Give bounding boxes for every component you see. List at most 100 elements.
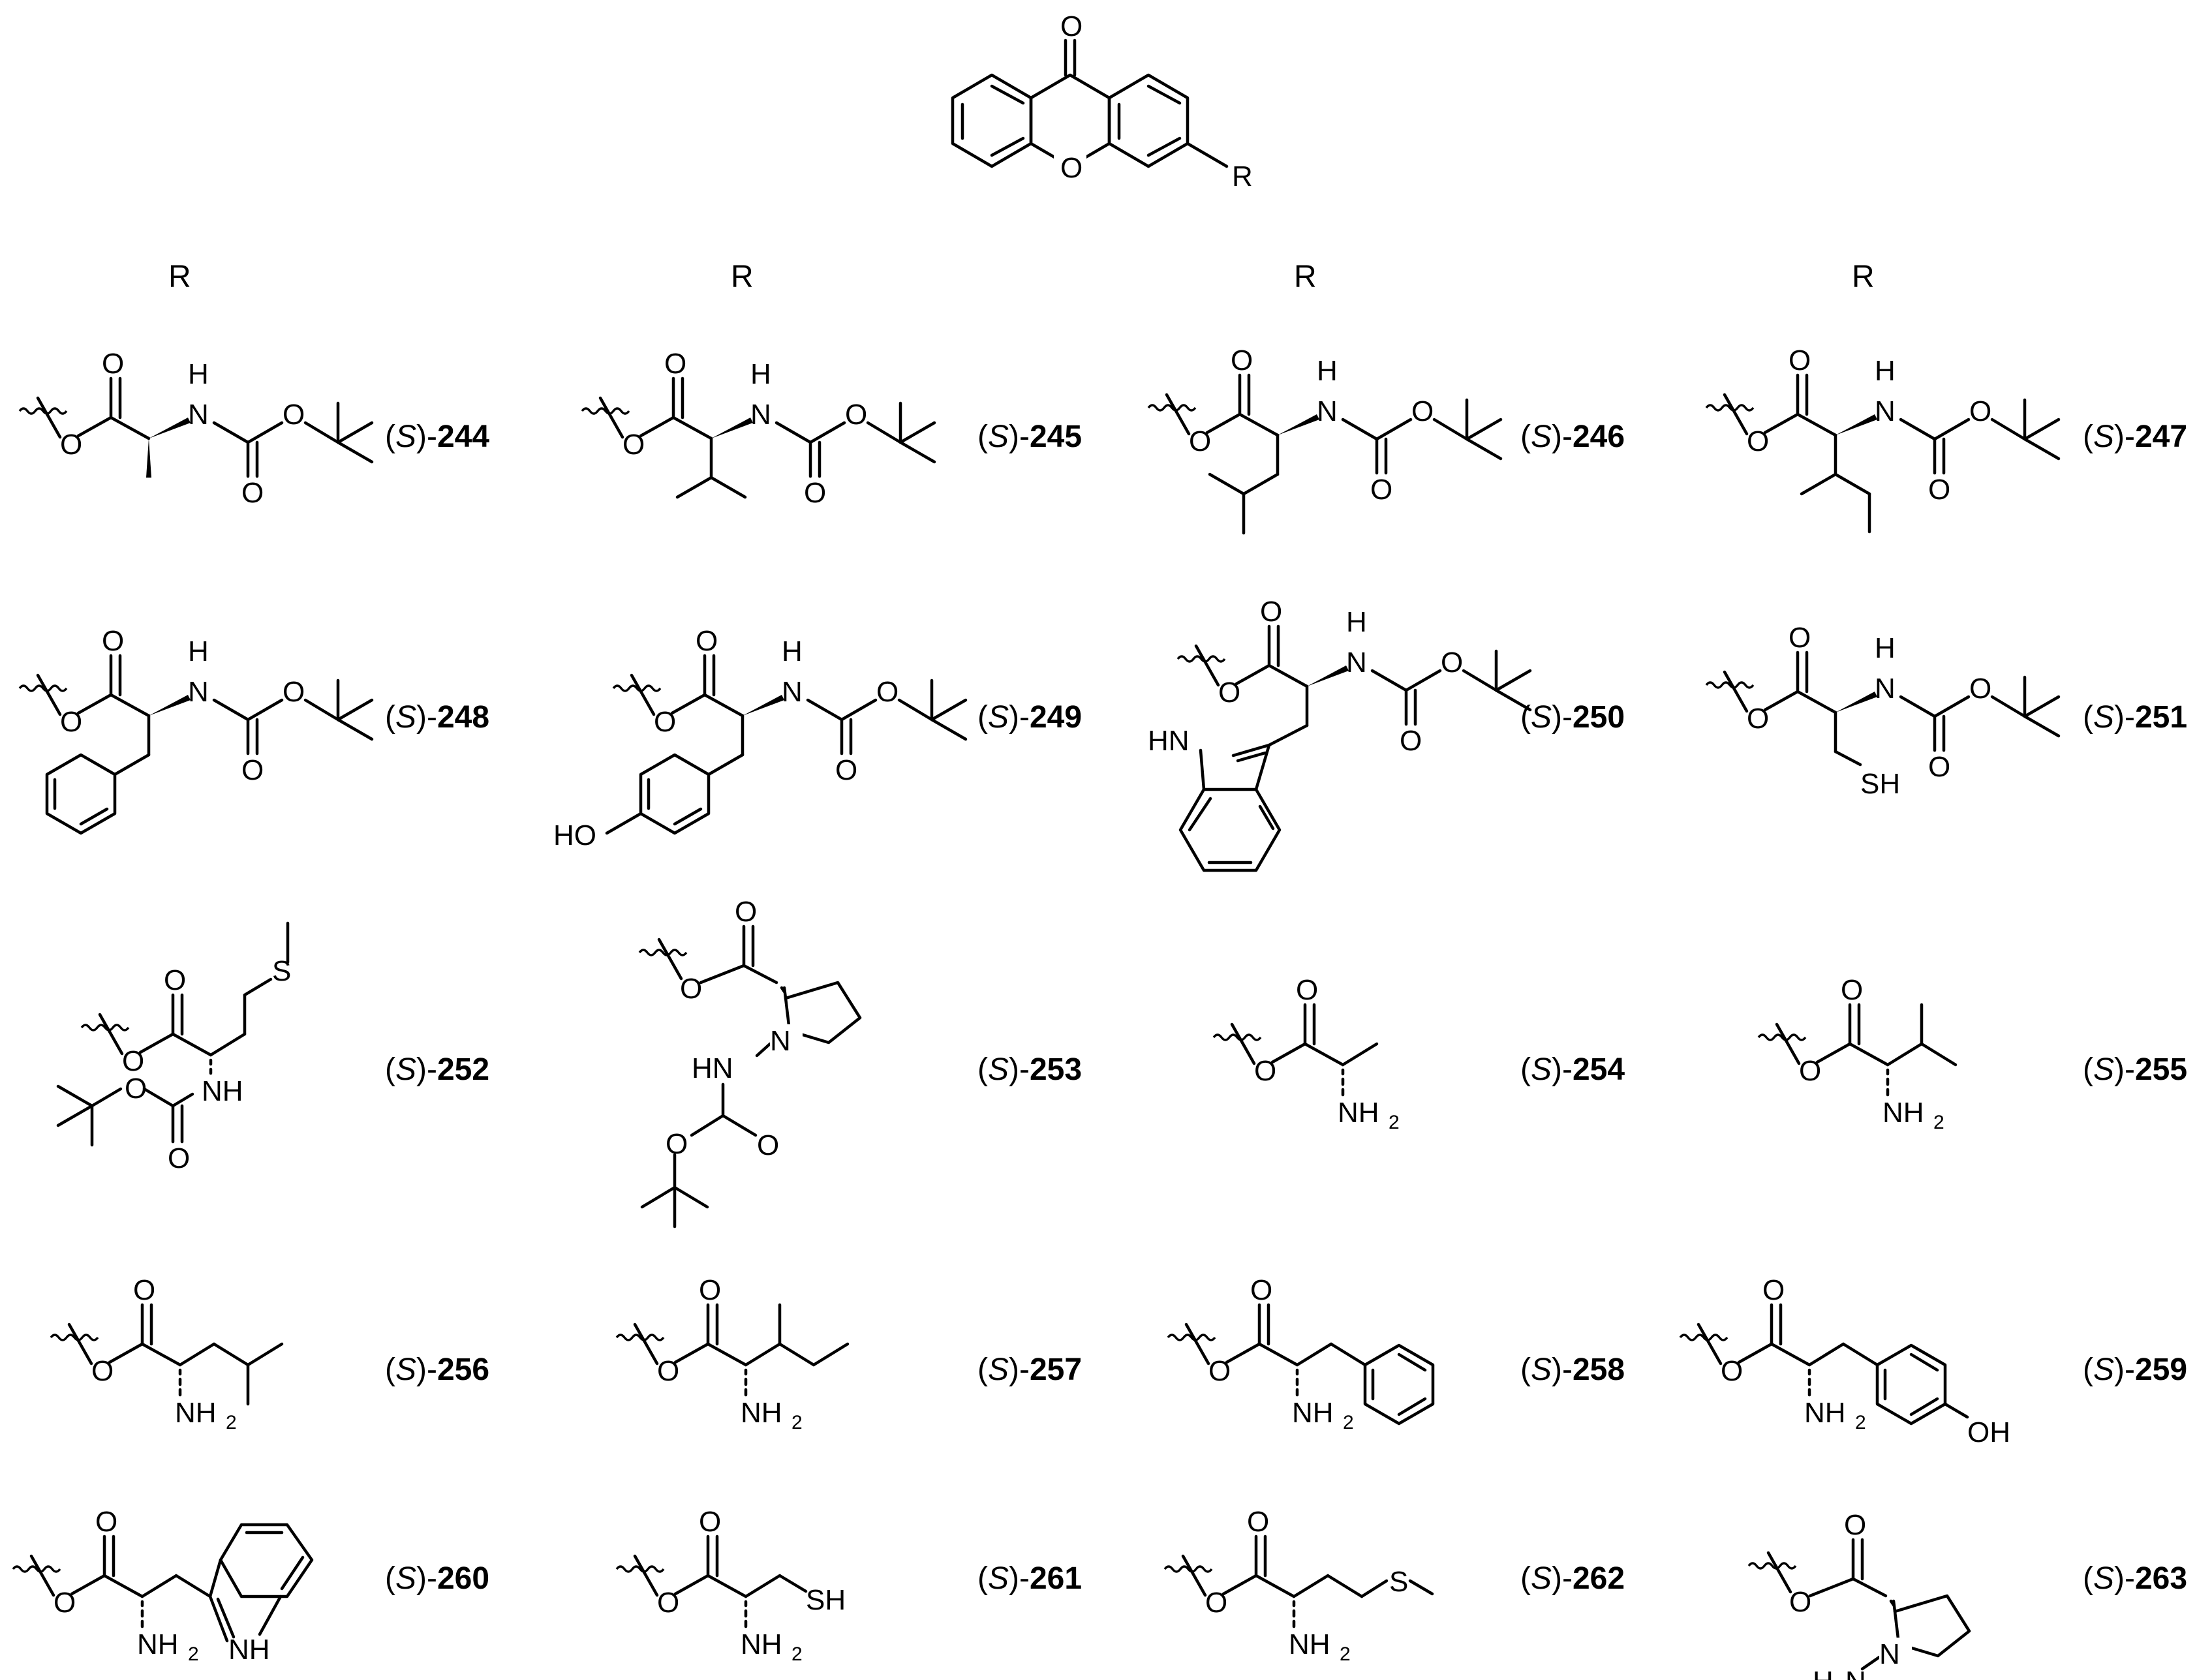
compound-label-247: (S)-247 (2083, 420, 2187, 454)
atom-label: O (283, 399, 305, 431)
structure-256: O O NH 2 (51, 1274, 284, 1433)
structure-247: O O H N O O (1706, 344, 2059, 534)
atom-subscript: 2 (1340, 1643, 1351, 1665)
atom-label: O (122, 1045, 144, 1077)
atom-label: O (1747, 703, 1769, 735)
atom-label: SH (806, 1584, 846, 1616)
atom-label: O (1250, 1274, 1272, 1306)
atom-label: O (1844, 1509, 1866, 1541)
atom-label: O (54, 1587, 76, 1619)
atom-label: N (1879, 1638, 1900, 1670)
atom-label: O (664, 348, 686, 380)
atom-label: O (1841, 974, 1863, 1006)
atom-label: O (91, 1355, 114, 1387)
structure-245: O O H N O O (582, 348, 934, 509)
atom-label: N (188, 399, 209, 431)
atom-subscript: 2 (791, 1412, 803, 1433)
atom-label: O (1296, 974, 1318, 1006)
atom-label: O (622, 429, 645, 461)
atom-label: N (782, 676, 803, 708)
atom-label: O (1370, 474, 1392, 506)
atom-label: N (188, 676, 209, 708)
atom-label: O (1969, 395, 1991, 427)
compound-label-259: (S)-259 (2083, 1352, 2187, 1387)
compound-label-256: (S)-256 (385, 1352, 489, 1387)
atom-label: O (1205, 1587, 1227, 1619)
atom-label: H (188, 635, 209, 667)
atom-label: O (657, 1355, 679, 1387)
atom-label: O (1928, 751, 1950, 783)
atom-label: O (757, 1129, 779, 1161)
atom-label: O (1799, 1055, 1821, 1087)
atom-label: NH (1338, 1097, 1379, 1129)
atom-label: O (696, 625, 718, 657)
structure-253: O O N HN O O (638, 896, 862, 1229)
atom-label: O (125, 1073, 147, 1105)
atom-label: N (1845, 1666, 1866, 1680)
atom-label: S (272, 955, 291, 987)
compound-label-254: (S)-254 (1520, 1052, 1625, 1087)
atom-label: OH (1967, 1416, 2010, 1448)
atom-label: O (102, 625, 124, 657)
core-r-label: R (1232, 160, 1253, 192)
atom-label: O (95, 1506, 117, 1538)
core-oxo-label: O (1060, 10, 1083, 42)
structure-250: O O H N O O HN (1148, 596, 1530, 872)
atom-label: O (1218, 677, 1240, 709)
atom-subscript: 2 (1855, 1412, 1866, 1433)
atom-label: H (1875, 632, 1896, 664)
structure-259: O O NH 2 OH (1680, 1274, 2010, 1448)
atom-label: O (133, 1274, 155, 1306)
atom-label: O (1411, 395, 1434, 427)
atom-label: O (1400, 725, 1422, 757)
atom-label: O (699, 1274, 721, 1306)
atom-label: O (60, 706, 82, 738)
structure-260: O O NH 2 NH (13, 1506, 314, 1666)
atom-label: O (1762, 1274, 1785, 1306)
atom-label: N (750, 399, 771, 431)
atom-subscript: 2 (226, 1412, 237, 1433)
compound-label-261: (S)-261 (977, 1561, 1082, 1596)
atom-label: N (1875, 673, 1896, 705)
atom-label: O (1789, 1586, 1811, 1618)
atom-label: NH (1804, 1397, 1846, 1429)
atom-label: O (1721, 1355, 1743, 1387)
atom-label: O (654, 706, 676, 738)
atom-label: O (1747, 425, 1769, 457)
atom-label: HN (692, 1052, 733, 1084)
atom-label: O (735, 896, 757, 928)
structure-246: O O H N O O (1148, 344, 1501, 535)
atom-label: NH (741, 1397, 782, 1429)
atom-label: NH (137, 1628, 179, 1660)
atom-label: O (1969, 673, 1991, 705)
structure-261: O O NH 2 SH (617, 1506, 846, 1665)
column-header-4: R (1852, 260, 1875, 294)
atom-label: O (835, 754, 857, 786)
compound-label-244: (S)-244 (385, 420, 489, 454)
compound-label-245: (S)-245 (977, 420, 1082, 454)
structure-258: O O NH 2 (1168, 1274, 1435, 1433)
structure-255: O O NH 2 (1759, 974, 1958, 1133)
atom-label: O (283, 676, 305, 708)
structure-254: O O NH 2 (1214, 974, 1400, 1133)
atom-label: H (1317, 355, 1338, 387)
atom-label: O (241, 754, 264, 786)
atom-label: O (804, 477, 826, 509)
compound-label-246: (S)-246 (1520, 420, 1625, 454)
atom-label: NH (1289, 1628, 1330, 1660)
compound-label-248: (S)-248 (385, 700, 489, 735)
atom-label: O (1260, 596, 1282, 628)
atom-label: N (770, 1025, 791, 1057)
atom-label: NH (228, 1634, 270, 1666)
atom-label: H (750, 358, 771, 390)
atom-label: H (1346, 606, 1367, 638)
atom-label: O (1189, 425, 1211, 457)
column-header-1: R (168, 260, 191, 294)
atom-label: S (1389, 1566, 1408, 1598)
atom-label: O (241, 477, 264, 509)
atom-label: O (699, 1506, 721, 1538)
compound-label-262: (S)-262 (1520, 1561, 1625, 1596)
atom-label: NH (1292, 1397, 1334, 1429)
atom-label: O (1254, 1055, 1276, 1087)
